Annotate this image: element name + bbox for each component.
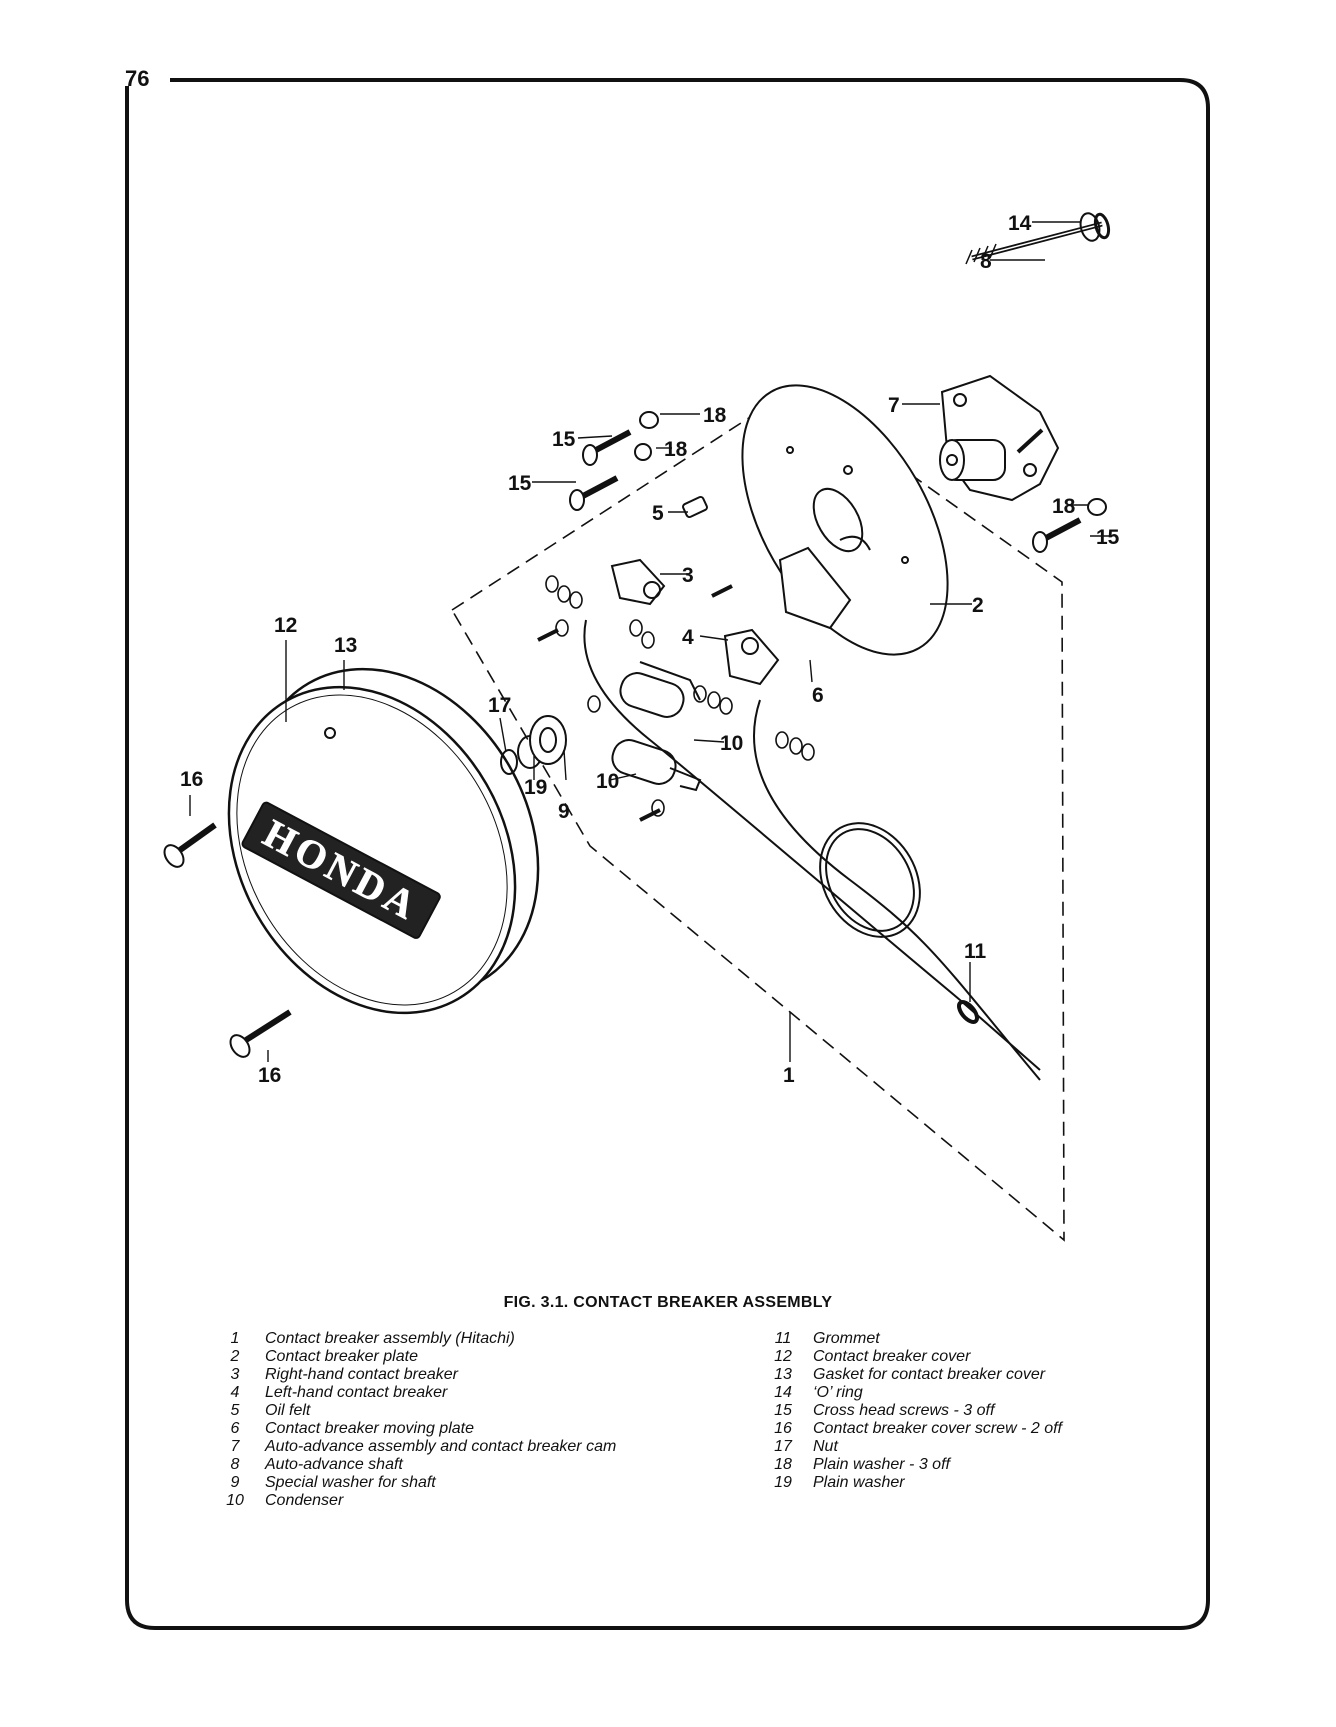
right-hand-contact-breaker [610,558,666,606]
o-ring [1093,212,1111,240]
callout-2: 2 [972,594,984,617]
callout-17: 17 [488,694,511,717]
callout-18-b: 18 [664,438,688,461]
callout-10-a: 10 [720,732,743,755]
contact-breaker-cover: HONDA [227,667,540,1015]
auto-advance-shaft [965,212,1103,265]
cross-head-screw-1 [582,429,632,466]
callout-10-b: 10 [596,770,619,793]
callout-7: 7 [888,394,900,417]
callout-9: 9 [558,800,570,823]
leader-lines [189,221,1112,1062]
cover-hardware [500,715,567,775]
callout-16-b: 16 [258,1064,281,1087]
callout-15-c: 15 [1096,526,1120,549]
callout-12: 12 [274,614,297,637]
callout-11: 11 [964,940,987,963]
page-number: 76 [125,66,150,91]
callout-3: 3 [682,564,694,587]
cover-screw-lower [229,1009,292,1058]
callout-8: 8 [980,250,992,273]
condenser-upper [619,661,701,718]
callout-1: 1 [783,1064,795,1087]
callout-18-a: 18 [703,404,727,427]
auto-advance-assembly [939,374,1060,502]
figure-caption: FIG. 3.1. CONTACT BREAKER ASSEMBLY [503,1294,833,1311]
oil-felt [682,495,708,519]
callout-13: 13 [334,634,357,657]
left-hand-contact-breaker [723,628,780,686]
callout-14: 14 [1008,212,1032,235]
contact-breaker-plate [741,384,949,656]
callout-labels: 14 8 7 18 15 18 15 5 18 15 3 2 12 13 4 6… [180,212,1120,1087]
callout-15-a: 15 [552,428,576,451]
callout-5: 5 [652,502,664,525]
callout-15-b: 15 [508,472,532,495]
plain-washer-2 [634,443,652,461]
callout-16-a: 16 [180,768,203,791]
callout-6: 6 [812,684,824,707]
cross-head-screw-2 [569,475,619,511]
plain-washer-1 [639,411,659,429]
callout-4: 4 [682,626,694,649]
small-fixings [537,575,815,822]
plain-washer-3 [1087,498,1107,516]
cross-head-screw-3 [1032,517,1082,553]
callout-18-c: 18 [1052,495,1076,518]
condenser-lower [611,739,702,792]
cover-screw-upper [163,822,217,868]
legend-item: 14‘O’ ring [774,1384,863,1401]
callout-19: 19 [524,776,547,799]
